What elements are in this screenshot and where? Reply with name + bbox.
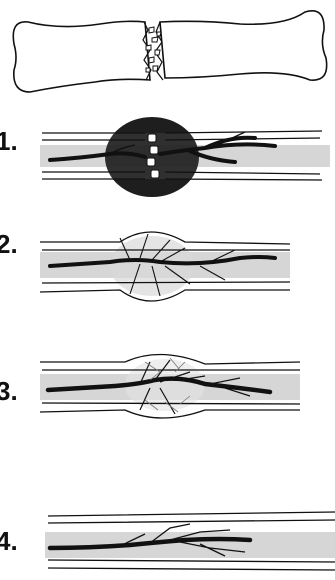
step-label-3: 3. [0,378,18,404]
stage-1-hematoma [40,117,330,197]
stage-3-hard-callus [40,340,300,430]
step-label-1: 1. [0,128,18,154]
stage-4-remodeling [45,512,335,572]
bone-outline-right [160,11,327,80]
step-label-4: 4. [0,528,18,554]
stage-2-soft-callus [40,220,300,320]
fractured-bone [13,11,326,92]
marrow-4 [45,532,335,558]
bone-outline [13,21,150,92]
step-label-2: 2. [0,231,18,257]
